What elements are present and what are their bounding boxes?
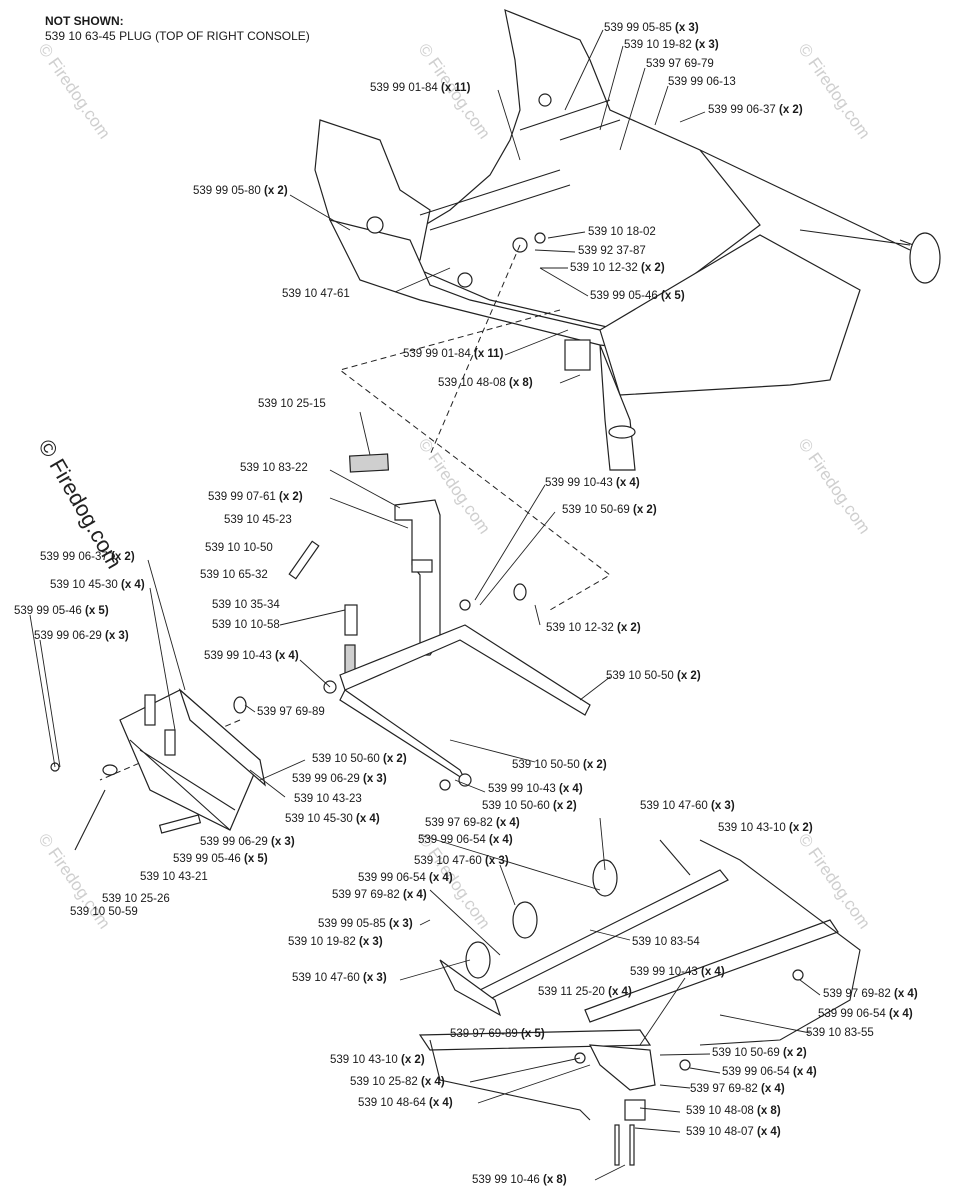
part-label: 539 99 05-46 (x 5) (14, 605, 109, 617)
part-label: 539 99 05-80 (x 2) (193, 185, 288, 197)
part-label: 539 92 37-87 (578, 245, 646, 257)
part-label: 539 10 43-21 (140, 871, 208, 883)
part-label: 539 10 50-50 (x 2) (606, 670, 701, 682)
part-label: 539 99 10-43 (x 4) (545, 477, 640, 489)
part-label: 539 10 48-08 (x 8) (686, 1105, 781, 1117)
part-label: 539 99 06-54 (x 4) (418, 834, 513, 846)
part-label: 539 99 06-37 (x 2) (40, 551, 135, 563)
part-label: 539 10 48-07 (x 4) (686, 1126, 781, 1138)
part-label: 539 97 69-89 (257, 706, 325, 718)
pedal-linkage (288, 453, 591, 791)
part-label: 539 10 83-22 (240, 462, 308, 474)
part-label: 539 10 12-32 (x 2) (570, 262, 665, 274)
part-label: 539 10 50-50 (x 2) (512, 759, 607, 771)
part-label: 539 99 06-37 (x 2) (708, 104, 803, 116)
part-label: 539 10 45-30 (x 4) (285, 813, 380, 825)
part-label: 539 10 83-55 (806, 1027, 874, 1039)
part-label: 539 10 25-15 (258, 398, 326, 410)
part-label: 539 99 06-29 (x 3) (292, 773, 387, 785)
part-label: 539 10 50-60 (x 2) (312, 753, 407, 765)
part-label: 539 97 69-82 (x 4) (823, 988, 918, 1000)
part-label: 539 10 50-59 (70, 906, 138, 918)
part-label: 539 10 47-60 (x 3) (640, 800, 735, 812)
not-shown-item: 539 10 63-45 PLUG (TOP OF RIGHT CONSOLE) (45, 29, 310, 43)
part-label: 539 99 06-29 (x 3) (34, 630, 129, 642)
part-label: 539 10 48-64 (x 4) (358, 1097, 453, 1109)
part-label: 539 99 05-46 (x 5) (173, 853, 268, 865)
part-label: 539 10 45-23 (224, 514, 292, 526)
part-label: 539 10 19-82 (x 3) (624, 39, 719, 51)
leader-lines (29, 29, 821, 1181)
part-label: 539 99 06-54 (x 4) (722, 1066, 817, 1078)
part-label: 539 99 05-85 (x 3) (604, 22, 699, 34)
left-console-bracket (50, 688, 266, 851)
part-label: 539 10 50-69 (x 2) (712, 1047, 807, 1059)
part-label: 539 10 47-61 (282, 288, 350, 300)
part-label: 539 10 48-08 (x 8) (438, 377, 533, 389)
part-label: 539 10 25-82 (x 4) (350, 1076, 445, 1088)
part-label: 539 10 43-10 (x 2) (718, 822, 813, 834)
rear-shaft-assembly (418, 839, 861, 1166)
part-label: 539 99 01-84 (x 11) (370, 82, 471, 94)
part-label: 539 97 69-82 (x 4) (690, 1083, 785, 1095)
part-label: 539 99 01-84 (x 11) (403, 348, 504, 360)
part-label: 539 10 43-10 (x 2) (330, 1054, 425, 1066)
part-label: 539 10 10-58 (212, 619, 280, 631)
part-label: 539 10 25-26 (102, 893, 170, 905)
not-shown-heading: NOT SHOWN: (45, 14, 124, 28)
part-label: 539 10 35-34 (212, 599, 280, 611)
not-shown-note: NOT SHOWN: 539 10 63-45 PLUG (TOP OF RIG… (45, 14, 310, 44)
part-label: 539 97 69-79 (646, 58, 714, 70)
part-label: 539 10 12-32 (x 2) (546, 622, 641, 634)
part-label: 539 99 10-43 (x 4) (204, 650, 299, 662)
part-label: 539 99 05-46 (x 5) (590, 290, 685, 302)
part-label: 539 99 06-29 (x 3) (200, 836, 295, 848)
part-label: 539 10 43-23 (294, 793, 362, 805)
part-label: 539 10 65-32 (200, 569, 268, 581)
part-label: 539 10 47-60 (x 3) (414, 855, 509, 867)
part-label: 539 97 69-82 (x 4) (332, 889, 427, 901)
part-label: 539 10 47-60 (x 3) (292, 972, 387, 984)
part-label: 539 99 07-61 (x 2) (208, 491, 303, 503)
part-label: 539 10 50-69 (x 2) (562, 504, 657, 516)
part-label: 539 10 19-82 (x 3) (288, 936, 383, 948)
part-label: 539 10 50-60 (x 2) (482, 800, 577, 812)
part-label: 539 99 06-54 (x 4) (818, 1008, 913, 1020)
part-label: 539 99 06-13 (668, 76, 736, 88)
part-label: 539 99 10-43 (x 4) (630, 966, 725, 978)
part-label: 539 99 10-43 (x 4) (488, 783, 583, 795)
part-label: 539 10 45-30 (x 4) (50, 579, 145, 591)
main-frame (314, 9, 941, 471)
part-label: 539 97 69-89 (x 5) (450, 1028, 545, 1040)
part-label: 539 10 18-02 (588, 226, 656, 238)
part-label: 539 99 10-46 (x 8) (472, 1174, 567, 1186)
part-label: 539 99 05-85 (x 3) (318, 918, 413, 930)
part-label: 539 10 83-54 (632, 936, 700, 948)
part-label: 539 97 69-82 (x 4) (425, 817, 520, 829)
part-label: 539 99 06-54 (x 4) (358, 872, 453, 884)
part-label: 539 10 10-50 (205, 542, 273, 554)
part-label: 539 11 25-20 (x 4) (538, 986, 632, 998)
